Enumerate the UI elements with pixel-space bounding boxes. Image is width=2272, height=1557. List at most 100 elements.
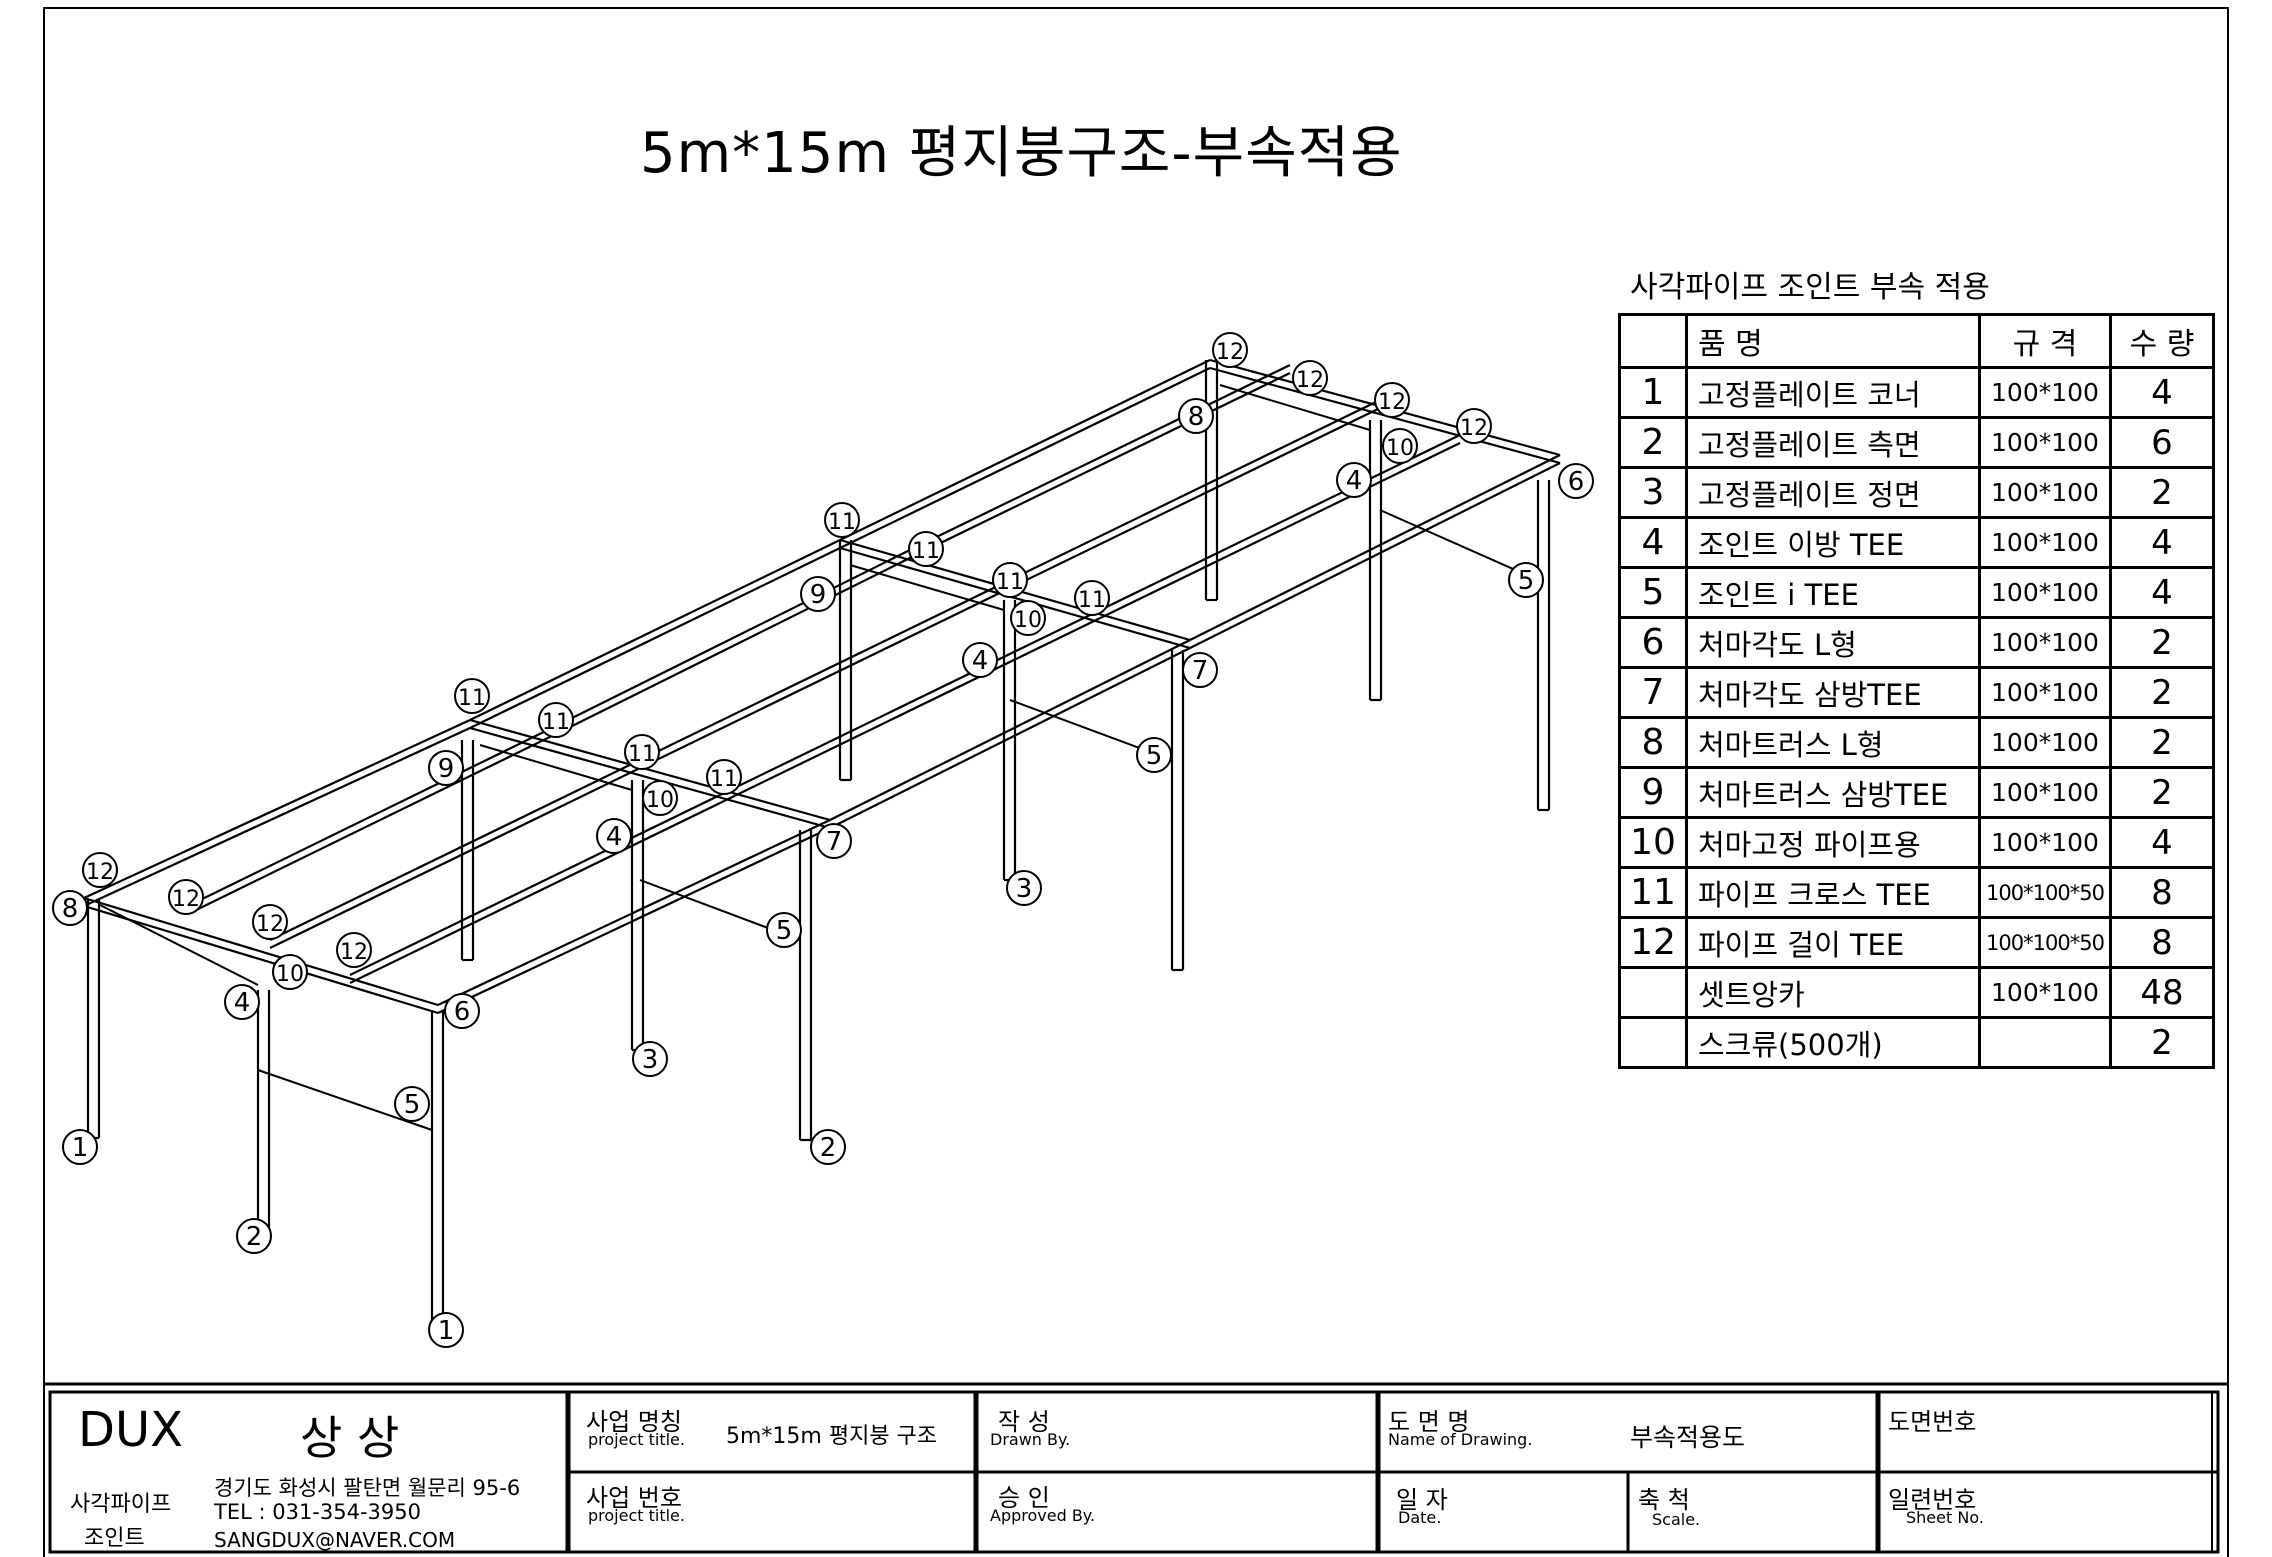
svg-text:3: 3 — [642, 1045, 659, 1075]
frame-member — [1379, 509, 1539, 581]
callout-11: 11 — [1074, 580, 1110, 616]
callout-12: 12 — [336, 932, 372, 968]
callout-7: 7 — [816, 823, 852, 859]
parts-table-caption: 사각파이프 조인트 부속 적용 — [1630, 270, 1990, 305]
row-spec: 100*100 — [1978, 516, 2112, 569]
header-name: 품 명 — [1685, 313, 1981, 369]
callout-4: 4 — [224, 984, 260, 1020]
frame-member — [469, 718, 831, 822]
project-name-value: 5m*15m 평지붕 구조 — [726, 1424, 938, 1449]
svg-text:1: 1 — [438, 1316, 455, 1346]
frame-member — [849, 564, 1005, 611]
frame-member — [437, 827, 831, 1014]
frame-member — [189, 732, 559, 914]
row-no: 6 — [1618, 616, 1688, 669]
callout-12: 12 — [1212, 332, 1248, 368]
frame-member — [437, 819, 831, 1006]
row-name: 조인트 이방 TEE — [1685, 516, 1981, 569]
row-spec: 100*100 — [1978, 716, 2112, 769]
project-name-sub: project title. — [588, 1430, 685, 1449]
row-qty: 6 — [2109, 416, 2215, 469]
row-spec: 100*100 — [1978, 416, 2112, 469]
row-name: 처마각도 L형 — [1685, 616, 1981, 669]
svg-text:12: 12 — [256, 912, 284, 937]
row-spec: 100*100 — [1978, 566, 2112, 619]
callout-12: 12 — [1456, 408, 1492, 444]
frame-member — [557, 552, 921, 734]
svg-text:12: 12 — [172, 887, 200, 912]
project-name-label: 사업 명칭 — [586, 1408, 682, 1436]
company-name-kr: 상 상 — [300, 1411, 400, 1465]
callout-3: 3 — [632, 1041, 668, 1077]
callout-12: 12 — [168, 879, 204, 915]
callout-11: 11 — [992, 562, 1028, 598]
svg-text:11: 11 — [710, 767, 738, 792]
svg-text:4: 4 — [1346, 466, 1363, 496]
row-qty: 2 — [2109, 466, 2215, 519]
callout-12: 12 — [252, 904, 288, 940]
company-tel: TEL : 031-354-3950 — [214, 1500, 421, 1524]
svg-text:10: 10 — [1014, 608, 1042, 633]
drawing-name-sub: Name of Drawing. — [1388, 1430, 1533, 1449]
frame-member — [83, 904, 439, 1015]
row-no: 12 — [1618, 916, 1688, 969]
callout-4: 4 — [1336, 462, 1372, 498]
row-spec: 100*100 — [1978, 666, 2112, 719]
date-label: 일 자 — [1396, 1486, 1448, 1514]
svg-text:10: 10 — [1386, 436, 1414, 461]
svg-text:10: 10 — [276, 962, 304, 987]
row-spec: 100*100 — [1978, 816, 2112, 869]
header-qty: 수 량 — [2109, 313, 2215, 369]
row-spec: 100*100 — [1978, 966, 2112, 1019]
svg-text:4: 4 — [234, 988, 251, 1018]
callout-7: 7 — [1182, 652, 1218, 688]
frame-member — [1089, 434, 1461, 616]
frame-member — [1009, 399, 1381, 581]
svg-text:12: 12 — [1216, 340, 1244, 365]
callout-10: 10 — [272, 954, 308, 990]
callout-9: 9 — [800, 576, 836, 612]
drawn-by-label: 작 성 — [998, 1408, 1050, 1436]
svg-text:2: 2 — [246, 1222, 263, 1252]
row-no: 3 — [1618, 466, 1688, 519]
callout-12: 12 — [82, 852, 118, 888]
row-spec — [1978, 1016, 2112, 1069]
svg-text:12: 12 — [1296, 368, 1324, 393]
svg-text:5: 5 — [1518, 566, 1535, 596]
frame-member — [83, 896, 439, 1007]
frame-member — [639, 579, 1011, 761]
parts-table-row: 스크류(500개)2 — [1618, 1016, 2215, 1069]
callout-11: 11 — [824, 502, 860, 538]
svg-text:11: 11 — [1078, 588, 1106, 613]
frame-member — [269, 759, 641, 941]
frame-member — [349, 794, 721, 976]
svg-text:11: 11 — [628, 742, 656, 767]
row-qty: 8 — [2109, 916, 2215, 969]
frame-member — [189, 724, 559, 906]
drawing-title: 5m*15m 평지붕구조-부속적용 — [640, 121, 1403, 186]
row-no: 10 — [1618, 816, 1688, 869]
frame-member — [557, 544, 921, 726]
product-line-1: 사각파이프 — [70, 1492, 172, 1517]
row-spec: 100*100*50 — [1978, 916, 2112, 969]
frame-member — [469, 726, 831, 830]
svg-text:7: 7 — [826, 827, 843, 857]
row-no: 1 — [1618, 366, 1688, 419]
product-line-2: 조인트 — [84, 1526, 145, 1551]
date-sub: Date. — [1398, 1508, 1442, 1527]
svg-text:4: 4 — [606, 822, 623, 852]
drawn-by-sub: Drawn By. — [990, 1430, 1071, 1449]
frame-member — [829, 647, 1191, 829]
frame-member — [1009, 407, 1381, 589]
frame-member — [919, 372, 1291, 554]
row-no: 2 — [1618, 416, 1688, 469]
row-no: 9 — [1618, 766, 1688, 819]
svg-text:11: 11 — [828, 510, 856, 535]
svg-text:5: 5 — [404, 1090, 421, 1120]
